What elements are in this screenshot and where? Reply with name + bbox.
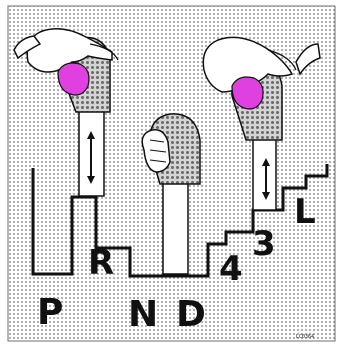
gear-label-p: P	[37, 292, 63, 333]
gear-label-4: 4	[219, 249, 243, 289]
center-shaft	[163, 180, 188, 274]
gear-label-n: N	[128, 294, 158, 335]
gear-label-3: 3	[252, 224, 276, 264]
right-shaft	[253, 140, 276, 210]
gear-label-r: R	[88, 243, 114, 283]
reference-code: LC0364	[296, 334, 314, 340]
gear-label-l: L	[294, 192, 316, 232]
gear-label-d: D	[176, 294, 206, 335]
